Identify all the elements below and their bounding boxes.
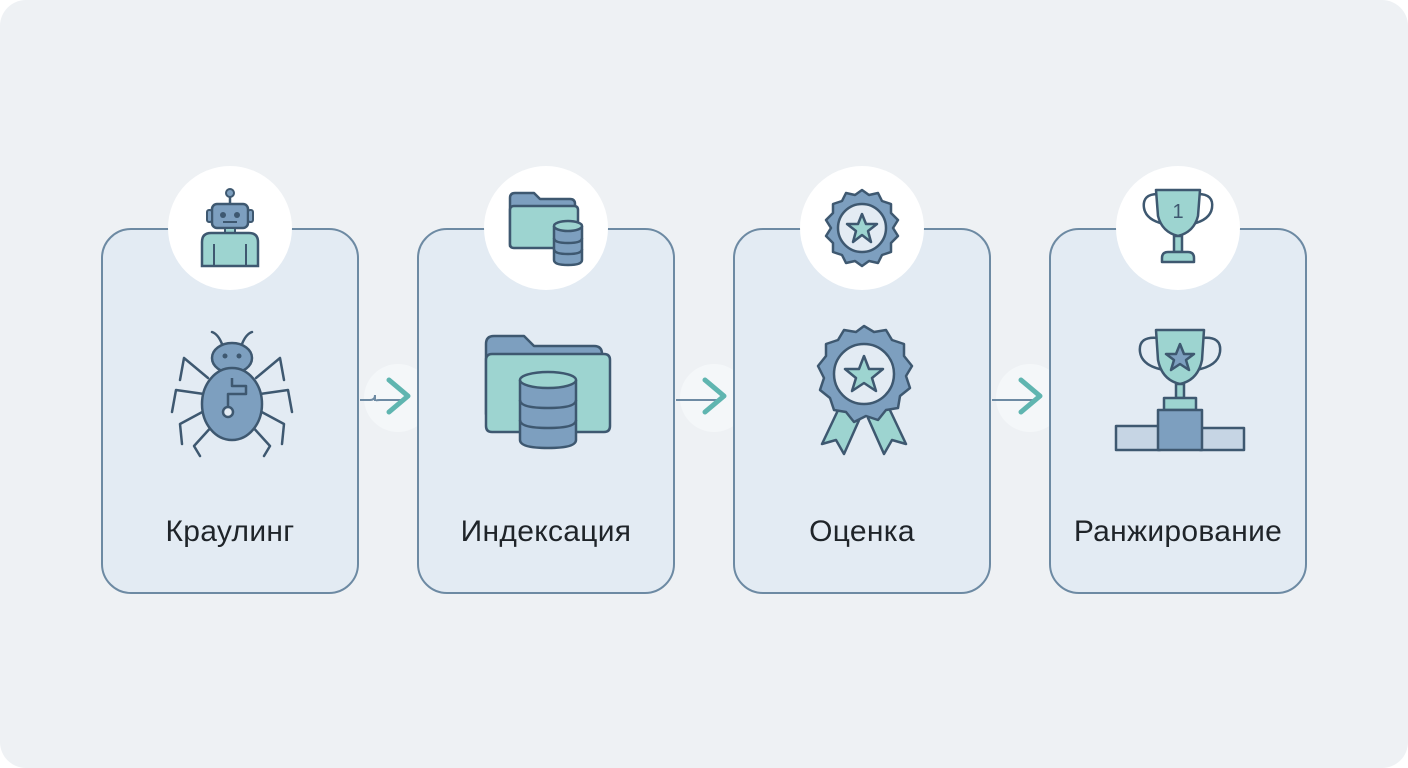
arrow-connector-3 [992, 364, 1064, 432]
trophy-podium-icon [1114, 328, 1246, 452]
step-label: Краулинг [165, 515, 295, 548]
step-card-crawling: Краулинг [101, 228, 359, 594]
badge-ranking: 1 [1116, 166, 1240, 290]
spider-icon [170, 330, 294, 458]
step-label: Оценка [809, 515, 915, 548]
step-label: Индексация [460, 515, 632, 548]
step-label: Ранжирование [1073, 515, 1283, 548]
badge-scoring [800, 166, 924, 290]
badge-indexing [484, 166, 608, 290]
rank-number: 1 [1172, 201, 1183, 223]
award-ribbon-icon [816, 324, 914, 456]
trophy-first-icon: 1 [1142, 188, 1214, 264]
arrow-connector-2 [676, 364, 748, 432]
arrow-connector-1 [360, 364, 432, 432]
badge-crawling [168, 166, 292, 290]
robot-icon [200, 188, 260, 268]
star-badge-icon [824, 188, 900, 268]
folder-database-icon [484, 334, 612, 450]
folder-database-icon [508, 191, 584, 267]
